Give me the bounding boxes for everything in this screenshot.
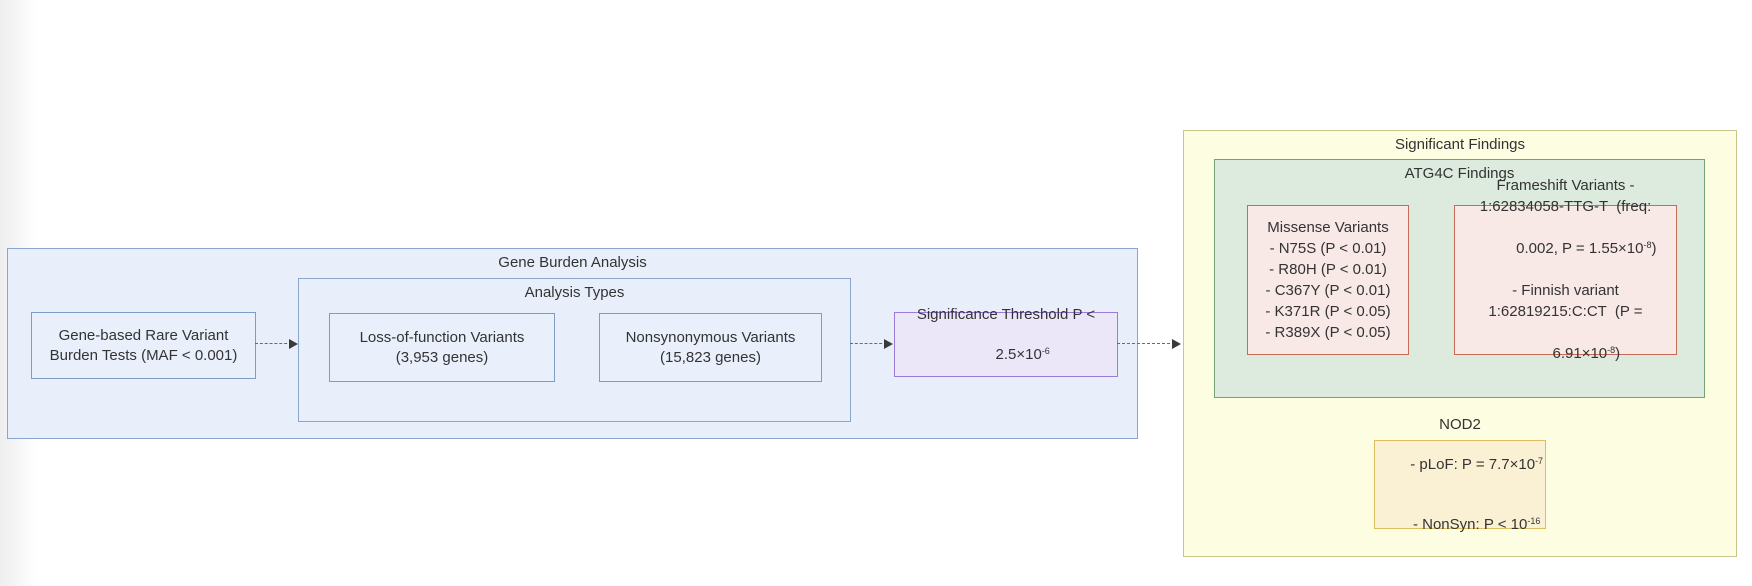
cluster-atg4c-findings: ATG4C Findings Missense Variants - N75S … — [1214, 159, 1705, 398]
node-nod2-line3-base: - NonSyn: P < 10 — [1412, 515, 1528, 533]
node-missense-item: - R80H (P < 0.01) — [1269, 261, 1387, 278]
node-frameshift-line3-exponent: -8 — [1643, 240, 1652, 250]
arrowhead-icon — [884, 339, 893, 349]
node-missense-item: - K371R (P < 0.05) — [1265, 303, 1391, 320]
cluster-significant-findings: Significant Findings ATG4C Findings Miss… — [1183, 130, 1737, 557]
node-nod2-line3-exponent: -16 — [1527, 515, 1541, 526]
node-missense-item: - N75S (P < 0.01) — [1269, 240, 1387, 257]
arrow-shaft — [1117, 343, 1175, 344]
node-lof-line2: (3,953 genes) — [395, 348, 489, 366]
node-frameshift-line6-exponent: -8 — [1607, 345, 1616, 355]
node-nod2-line2-exponent: -7 — [1535, 455, 1544, 466]
node-frameshift-line6-base: 6.91×10 — [1552, 345, 1608, 362]
node-frameshift-line4: - Finnish variant — [1512, 282, 1619, 299]
cluster-analysis-types: Analysis Types Loss-of-function Variants… — [298, 278, 851, 422]
node-lof-variants: Loss-of-function Variants (3,953 genes) — [329, 313, 555, 382]
node-missense-variants: Missense Variants - N75S (P < 0.01) - R8… — [1247, 205, 1409, 355]
node-lof-line1: Loss-of-function Variants — [359, 328, 525, 346]
node-nod2-line2-base: - pLoF: P = 7.7×10 — [1410, 455, 1536, 473]
node-frameshift-line3: 0.002, P = 1.55×10-8) — [1455, 217, 1676, 280]
node-significance-threshold: Significance Threshold P < 2.5×10-6 — [894, 306, 1118, 377]
cluster-atg4c-title: ATG4C Findings — [1404, 165, 1515, 182]
node-nod2: NOD2 - pLoF: P = 7.7×10-7 - NonSyn: P < … — [1374, 416, 1546, 533]
cluster-gene-burden-analysis: Gene Burden Analysis Gene-based Rare Var… — [7, 248, 1138, 439]
node-frameshift-line3-base: 0.002, P = 1.55×10 — [1516, 240, 1644, 257]
arrowhead-icon — [289, 339, 298, 349]
node-nod2-line2: - pLoF: P = 7.7×10-7 — [1375, 435, 1545, 495]
arrow-shaft — [850, 343, 887, 344]
cluster-gene-burden-title: Gene Burden Analysis — [498, 254, 647, 271]
node-frameshift-line1: Frameshift Variants - — [1496, 177, 1635, 194]
arrow-burden-to-analysis-types — [255, 339, 298, 349]
arrow-shaft — [255, 343, 292, 344]
node-missense-item: - C367Y (P < 0.01) — [1265, 282, 1391, 299]
cluster-significant-findings-title: Significant Findings — [1394, 136, 1526, 153]
node-nod2-title: NOD2 — [1439, 415, 1481, 433]
node-nonsynonymous-variants: Nonsynonymous Variants (15,823 genes) — [599, 313, 822, 382]
arrow-analysis-types-to-threshold — [850, 339, 893, 349]
arrowhead-icon — [1172, 339, 1181, 349]
node-nonsyn-line1: Nonsynonymous Variants — [625, 328, 796, 346]
node-frameshift-line6-tail: ) — [1615, 345, 1621, 362]
node-burden-tests-line2: Burden Tests (MAF < 0.001) — [49, 346, 238, 364]
node-missense-item: - R389X (P < 0.05) — [1265, 324, 1391, 341]
cluster-analysis-types-title: Analysis Types — [524, 284, 625, 301]
node-frameshift-line3-tail: ) — [1651, 240, 1657, 257]
node-significance-line2-exponent: -6 — [1041, 345, 1050, 356]
node-frameshift-line6: 6.91×10-8) — [1455, 322, 1676, 385]
node-burden-tests-line1: Gene-based Rare Variant — [58, 326, 229, 344]
node-frameshift-line2: 1:62834058-TTG-T (freq: — [1479, 198, 1652, 215]
node-burden-tests: Gene-based Rare Variant Burden Tests (MA… — [31, 312, 256, 379]
node-significance-line1: Significance Threshold P < — [916, 305, 1096, 323]
node-significance-line2: 2.5×10-6 — [895, 325, 1117, 385]
arrow-threshold-to-findings — [1117, 339, 1181, 349]
node-frameshift-variants: Frameshift Variants - 1:62834058-TTG-T (… — [1454, 177, 1677, 362]
node-missense-title: Missense Variants — [1267, 219, 1389, 236]
node-significance-line2-base: 2.5×10 — [995, 345, 1042, 363]
node-nod2-line3: - NonSyn: P < 10-16 — [1375, 495, 1545, 555]
node-nonsyn-line2: (15,823 genes) — [660, 348, 761, 366]
node-frameshift-line5: 1:62819215:C:CT (P = — [1488, 303, 1643, 320]
